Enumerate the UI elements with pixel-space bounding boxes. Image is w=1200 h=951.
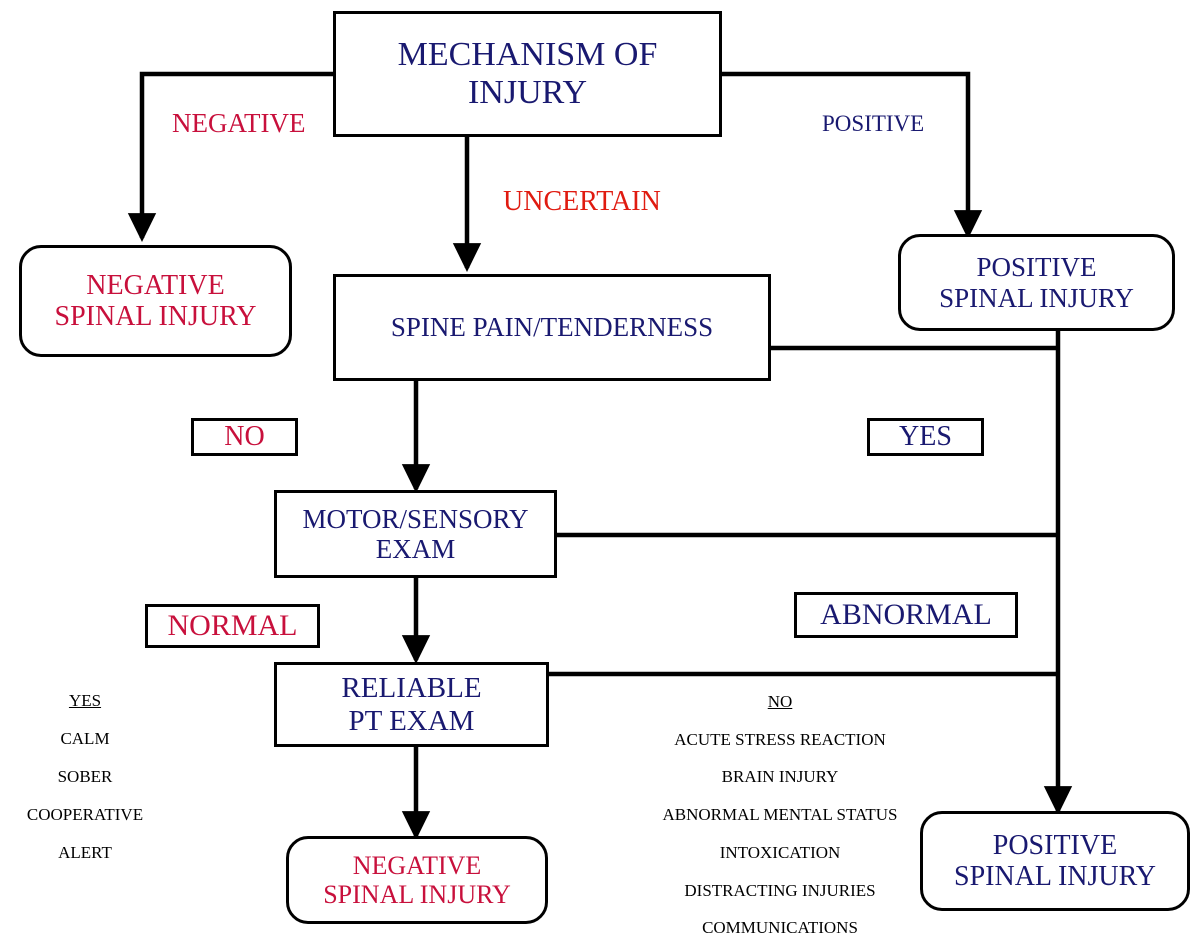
criteria-list-reliable-yes: YES CALM SOBER COOPERATIVE ALERT <box>0 682 170 872</box>
edge-label-no: NO <box>224 421 265 452</box>
edge-label-yes-box: YES <box>867 418 984 456</box>
criteria-yes-item-2: COOPERATIVE <box>26 805 144 825</box>
node-positive-spinal-injury-bottom[interactable]: POSITIVE SPINAL INJURY <box>920 811 1190 911</box>
criteria-yes-item-0: CALM <box>60 729 110 749</box>
criteria-no-item-2: ABNORMAL MENTAL STATUS <box>662 805 898 825</box>
criteria-no-item-3: INTOXICATION <box>719 842 841 862</box>
edge-label-normal: NORMAL <box>167 609 298 642</box>
criteria-no-item-5: COMMUNICATIONS <box>702 918 858 938</box>
node-negative-spinal-injury-top-line1: NEGATIVE <box>86 269 225 301</box>
node-positive-spinal-injury-top-line1: POSITIVE <box>976 252 1097 283</box>
node-negative-spinal-injury-bottom-line1: NEGATIVE <box>352 850 482 880</box>
edge-moi-to-negative <box>127 71 333 242</box>
edge-label-positive: POSITIVE <box>822 111 925 136</box>
edge-label-abnormal-box: ABNORMAL <box>794 592 1018 638</box>
node-motor-sensory-exam-line1: MOTOR/SENSORY <box>302 503 529 534</box>
node-positive-spinal-injury-top-line2: SPINAL INJURY <box>939 282 1134 313</box>
edge-label-normal-box: NORMAL <box>145 604 320 648</box>
criteria-no-item-4: DISTRACTING INJURIES <box>684 880 876 900</box>
node-motor-sensory-exam-line2: EXAM <box>375 534 456 564</box>
criteria-no-item-1: BRAIN INJURY <box>721 767 839 787</box>
node-mechanism-of-injury[interactable]: MECHANISM OF INJURY <box>333 11 722 137</box>
edge-label-yes: YES <box>899 421 952 452</box>
node-positive-spinal-injury-bottom-line2: SPINAL INJURY <box>954 861 1156 892</box>
edge-moi-to-positive <box>722 71 983 239</box>
node-negative-spinal-injury-bottom[interactable]: NEGATIVE SPINAL INJURY <box>286 836 548 924</box>
node-mechanism-of-injury-line2: INJURY <box>467 74 588 111</box>
criteria-no-header: NO <box>767 692 793 711</box>
node-negative-spinal-injury-top[interactable]: NEGATIVE SPINAL INJURY <box>19 245 292 357</box>
edge-label-negative: NEGATIVE <box>172 108 306 138</box>
node-mechanism-of-injury-line1: MECHANISM OF <box>397 35 658 73</box>
node-negative-spinal-injury-top-line2: SPINAL INJURY <box>54 301 257 332</box>
criteria-no-item-0: ACUTE STRESS REACTION <box>674 729 886 749</box>
edge-label-abnormal: ABNORMAL <box>820 598 992 631</box>
criteria-yes-item-1: SOBER <box>57 767 113 787</box>
criteria-list-reliable-no: NO ACUTE STRESS REACTION BRAIN INJURY AB… <box>618 683 942 947</box>
node-spine-pain-tenderness-line1: SPINE PAIN/TENDERNESS <box>390 312 714 343</box>
node-reliable-pt-exam-line1: RELIABLE <box>341 672 482 705</box>
edge-label-uncertain: UNCERTAIN <box>503 186 661 217</box>
node-reliable-pt-exam-line2: PT EXAM <box>348 704 475 737</box>
node-motor-sensory-exam[interactable]: MOTOR/SENSORY EXAM <box>274 490 557 578</box>
criteria-yes-header: YES <box>68 691 102 710</box>
node-positive-spinal-injury-top[interactable]: POSITIVE SPINAL INJURY <box>898 234 1175 331</box>
node-reliable-pt-exam[interactable]: RELIABLE PT EXAM <box>274 662 549 747</box>
node-negative-spinal-injury-bottom-line2: SPINAL INJURY <box>323 880 511 909</box>
node-positive-spinal-injury-bottom-line1: POSITIVE <box>992 829 1118 861</box>
edge-label-no-box: NO <box>191 418 298 456</box>
node-spine-pain-tenderness[interactable]: SPINE PAIN/TENDERNESS <box>333 274 771 381</box>
criteria-yes-item-3: ALERT <box>58 843 112 863</box>
